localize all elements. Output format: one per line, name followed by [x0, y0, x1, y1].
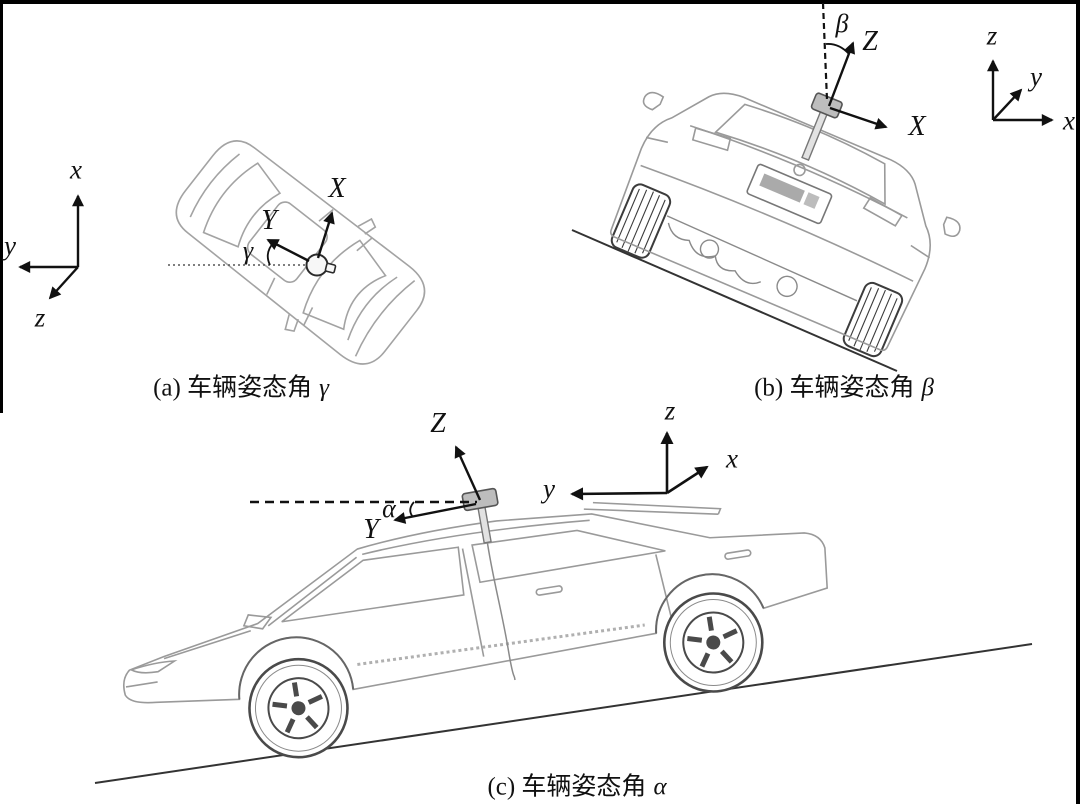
frame-border-top: [0, 0, 1080, 4]
nav-axis-label-x-top-right: x: [1063, 105, 1075, 136]
caption-c-symbol: α: [653, 773, 667, 801]
caption-a: (a) 车辆姿态角 γ: [153, 376, 329, 401]
car-rear-view: [609, 91, 961, 358]
car-top-view: [175, 140, 426, 365]
caption-c: (c) 车辆姿态角 α: [487, 775, 666, 800]
angle-label-beta: β: [835, 9, 849, 38]
antenna-circle-a: [305, 253, 337, 277]
frame-border-left: [0, 0, 3, 413]
caption-a-text: (a) 车辆姿态角: [153, 374, 313, 402]
nav-axis-label-y-left: y: [4, 230, 16, 261]
axis-arrow-Y-c: [393, 502, 477, 524]
antenna-box-b: [801, 92, 843, 161]
nav-axis-label-y-top-right: y: [1030, 61, 1042, 92]
nav-axes-top-right: [987, 59, 1054, 126]
nav-axis-label-x-left: x: [70, 154, 82, 185]
nav-axis-label-z-top-right: z: [986, 20, 998, 51]
sensor-axis-label-Y-a: Y: [261, 205, 277, 236]
alpha-angle-arc: [409, 501, 415, 518]
nav-axes-c: [570, 431, 709, 501]
angle-label-alpha: α: [382, 494, 396, 523]
angle-label-gamma: γ: [242, 236, 254, 265]
nav-axis-label-z-left: z: [34, 302, 46, 333]
antenna-cable-c: [486, 539, 516, 681]
axis-arrow-X-a: [316, 211, 335, 259]
frame-border-right: [1076, 0, 1080, 804]
sensor-axis-label-X-a: X: [328, 173, 346, 204]
nav-axis-label-x-c: x: [726, 443, 738, 474]
front-wheel: [248, 657, 349, 759]
reference-dashed-line-b: [821, 2, 829, 101]
nav-axes-left: [18, 194, 84, 300]
sensor-axis-label-Y-c: Y: [363, 514, 379, 545]
caption-b-symbol: β: [921, 374, 934, 402]
license-plate: [746, 163, 833, 225]
nav-axis-label-z-c: z: [664, 395, 676, 426]
axis-arrow-X-b: [829, 106, 888, 130]
caption-c-text: (c) 车辆姿态角: [487, 773, 647, 801]
antenna-box-c: [461, 487, 499, 544]
axis-arrow-Y-a: [266, 238, 310, 263]
axis-arrow-Z-b: [827, 41, 855, 107]
axis-arrow-Z-c: [454, 445, 482, 501]
sensor-axis-label-Z-b: Z: [862, 26, 878, 57]
caption-b: (b) 车辆姿态角 β: [754, 376, 934, 401]
ground-line-c: [94, 643, 1033, 784]
sensor-axis-label-Z-c: Z: [430, 408, 446, 439]
caption-a-symbol: γ: [319, 374, 329, 402]
rear-wheel: [663, 592, 764, 693]
undercarriage-detail: [666, 215, 858, 302]
car-side-view: [122, 501, 829, 759]
gamma-angle-arc: [266, 241, 275, 266]
beta-angle-arc: [825, 43, 850, 55]
slope-line-b: [571, 229, 898, 372]
sensor-axis-label-X-b: X: [908, 111, 926, 142]
nav-axis-label-y-c: y: [543, 473, 555, 504]
caption-b-text: (b) 车辆姿态角: [754, 374, 915, 402]
